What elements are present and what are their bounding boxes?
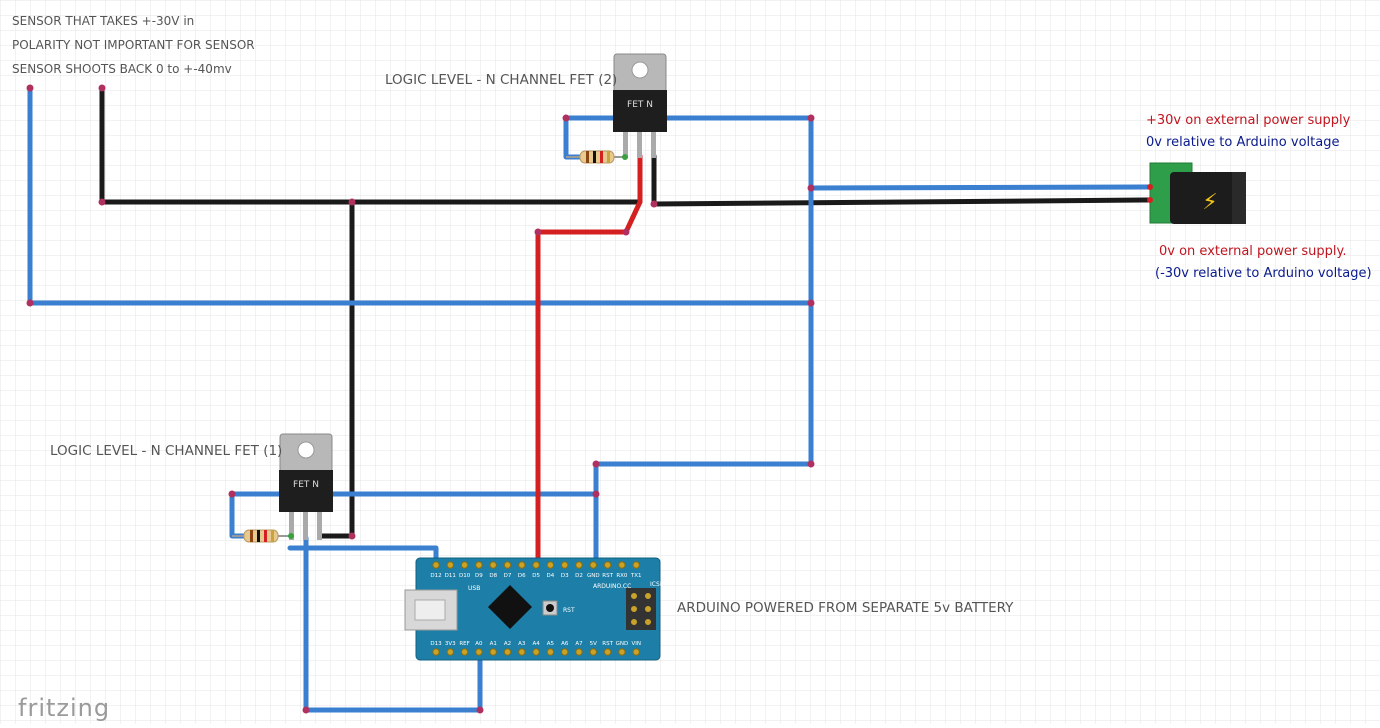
- pin-bottom-a7[interactable]: [575, 648, 583, 656]
- pin-label-top-tx1: TX1: [630, 573, 642, 579]
- pin-top-d10[interactable]: [460, 561, 469, 569]
- pin-bottom-a6[interactable]: [561, 648, 569, 656]
- pin-bottom-vin[interactable]: [632, 648, 640, 656]
- pin-label-bottom-a3: A3: [518, 641, 526, 647]
- pin-label-top-d12: D12: [430, 573, 441, 579]
- pin-bottom-gnd[interactable]: [618, 648, 626, 656]
- pin-label-top-d6: D6: [518, 573, 526, 579]
- pin-top-d3[interactable]: [561, 561, 569, 569]
- pin-top-d8[interactable]: [489, 561, 497, 569]
- pin-label-bottom-ref: REF: [459, 641, 469, 647]
- wire-psu-positive[interactable]: [808, 184, 1153, 191]
- pin-bottom-a0[interactable]: [475, 648, 483, 656]
- sensor-note-3: SENSOR SHOOTS BACK 0 to +-40mv: [12, 62, 232, 76]
- pin-label-bottom-vin: VIN: [631, 641, 641, 647]
- pin-bottom-a5[interactable]: [546, 648, 555, 656]
- dc-power-jack[interactable]: ⚡: [1147, 162, 1246, 224]
- fet-2-marking: FET N: [627, 100, 653, 110]
- pin-top-d5[interactable]: [532, 561, 540, 569]
- pin-label-top-d10: D10: [459, 573, 471, 579]
- pin-label-bottom-5v: 5V: [590, 641, 597, 647]
- pin-label-bottom-a5: A5: [547, 641, 555, 647]
- pin-label-bottom-gnd: GND: [616, 641, 629, 647]
- arduino-cc-text: ARDUINO.CC: [593, 583, 631, 590]
- pin-label-bottom-3v3: 3V3: [445, 641, 456, 647]
- pin-top-rx0[interactable]: [618, 561, 626, 569]
- fet-2-label: LOGIC LEVEL - N CHANNEL FET (2): [385, 72, 618, 88]
- rst-button-text: RST: [563, 607, 575, 614]
- pin-label-top-gnd: GND: [587, 573, 600, 579]
- resistor-fet-2[interactable]: [566, 150, 628, 164]
- pin-label-top-d9: D9: [475, 573, 483, 579]
- junctions: [26, 84, 815, 714]
- psu-positive-note-1: +30v on external power supply: [1146, 113, 1351, 128]
- pin-label-top-rx0: RX0: [616, 573, 628, 579]
- pin-bottom-3v3[interactable]: [446, 648, 454, 656]
- fritzing-logo: fritzing: [18, 694, 111, 722]
- pin-bottom-rst[interactable]: [603, 648, 612, 656]
- pin-label-top-d5: D5: [532, 573, 540, 579]
- wire-sensor-black[interactable]: [99, 85, 643, 205]
- pin-label-bottom-a4: A4: [532, 641, 540, 647]
- pin-label-top-rst: RST: [602, 573, 613, 579]
- pin-bottom-a1[interactable]: [489, 648, 497, 656]
- pin-label-bottom-a2: A2: [504, 641, 511, 647]
- wire-psu-pos-down[interactable]: [593, 300, 814, 568]
- usb-text: USB: [468, 585, 480, 592]
- resistor-fet-1[interactable]: [232, 529, 294, 543]
- pin-top-d4[interactable]: [546, 561, 555, 569]
- fet-1-transistor[interactable]: FET N: [279, 433, 333, 540]
- psu-negative-note-1: 0v on external power supply.: [1159, 244, 1347, 259]
- pin-bottom-ref[interactable]: [460, 648, 469, 656]
- pin-bottom-a4[interactable]: [532, 648, 540, 656]
- pin-label-top-d7: D7: [504, 573, 512, 579]
- pin-label-bottom-a7: A7: [575, 641, 583, 647]
- pin-bottom-a2[interactable]: [503, 648, 512, 656]
- fet-2-transistor[interactable]: FET N: [613, 53, 667, 158]
- pin-top-d7[interactable]: [503, 561, 512, 569]
- pin-top-d2[interactable]: [575, 561, 583, 569]
- pin-top-d11[interactable]: [446, 561, 454, 569]
- pin-label-bottom-rst: RST: [602, 641, 613, 647]
- sensor-note-1: SENSOR THAT TAKES +-30V in: [12, 14, 195, 28]
- pin-label-bottom-a0: A0: [475, 641, 483, 647]
- pin-top-tx1[interactable]: [632, 561, 640, 569]
- pin-top-d6[interactable]: [518, 561, 526, 569]
- psu-negative-note-2: (-30v relative to Arduino voltage): [1155, 266, 1372, 281]
- sensor-note-2: POLARITY NOT IMPORTANT FOR SENSOR: [12, 38, 255, 52]
- fet-1-marking: FET N: [293, 480, 319, 490]
- pin-label-top-d11: D11: [445, 573, 456, 579]
- pin-label-bottom-d13: D13: [430, 641, 442, 647]
- icsp-text: ICSP: [650, 581, 664, 588]
- pin-top-rst[interactable]: [603, 561, 612, 569]
- pin-top-d12[interactable]: [432, 561, 440, 569]
- pin-label-top-d2: D2: [575, 573, 583, 579]
- wire-fet1-to-a0[interactable]: [303, 535, 483, 713]
- arduino-label: ARDUINO POWERED FROM SEPARATE 5v BATTERY: [677, 600, 1014, 616]
- fet-1-label: LOGIC LEVEL - N CHANNEL FET (1): [50, 443, 283, 459]
- pin-bottom-5v[interactable]: [589, 648, 597, 656]
- pin-bottom-d13[interactable]: [432, 648, 440, 656]
- pin-label-top-d3: D3: [561, 573, 569, 579]
- pin-top-gnd[interactable]: [589, 561, 597, 569]
- pin-bottom-a3[interactable]: [518, 648, 526, 656]
- pin-label-top-d8: D8: [489, 573, 497, 579]
- pin-label-top-d4: D4: [547, 573, 555, 579]
- lightning-icon: ⚡: [1202, 190, 1217, 215]
- psu-positive-note-2: 0v relative to Arduino voltage: [1146, 135, 1340, 150]
- pin-label-bottom-a6: A6: [561, 641, 569, 647]
- pin-top-d9[interactable]: [475, 561, 483, 569]
- pin-label-bottom-a1: A1: [490, 641, 497, 647]
